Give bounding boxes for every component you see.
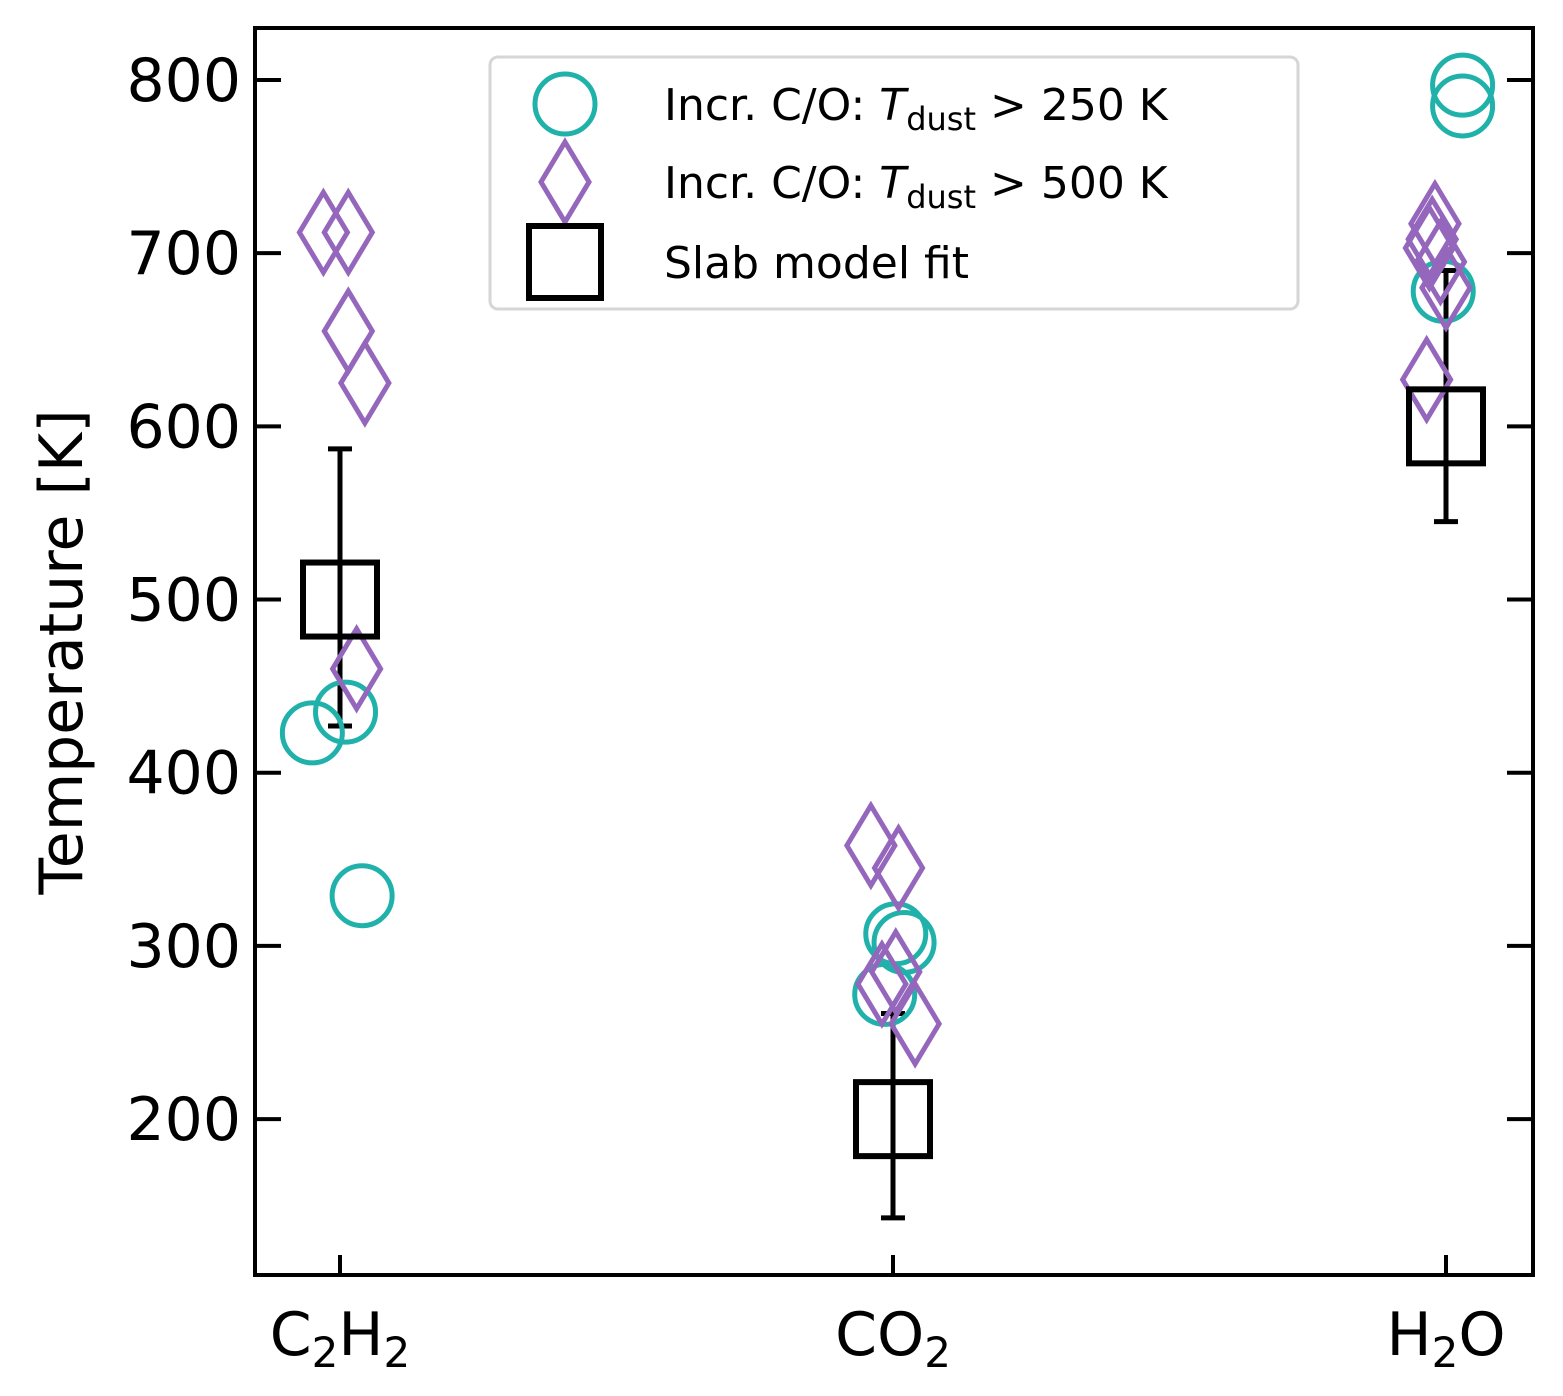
x-tick-label: C2H2	[270, 1300, 411, 1377]
diamond-point	[871, 823, 926, 913]
legend-circle-marker	[532, 71, 598, 137]
circle-point	[871, 909, 937, 975]
circle-point	[313, 679, 379, 745]
diamond-point	[1419, 242, 1473, 333]
diamond-point	[329, 623, 384, 714]
legend-square-marker	[526, 223, 604, 301]
diamond-point	[1399, 334, 1454, 425]
y-tick-label: 400	[126, 739, 241, 809]
y-axis-label: Temperature [K]	[27, 409, 97, 895]
circle-point	[1430, 52, 1496, 118]
y-tick-label: 800	[126, 46, 241, 116]
square-point	[300, 559, 380, 640]
y-tick-label: 300	[126, 912, 241, 982]
x-tick-label: CO2	[835, 1300, 951, 1377]
diamond-point	[843, 800, 898, 891]
square-point	[1406, 386, 1486, 467]
y-tick-label: 500	[126, 566, 241, 636]
legend-diamond-marker	[538, 137, 592, 227]
circle-point	[1430, 73, 1496, 139]
data-marks	[279, 52, 1496, 1221]
legend-box	[488, 55, 1300, 311]
y-tick-label: 200	[126, 1085, 241, 1155]
legend: Incr. C/O: Tdust > 250 K Incr. C/O: Tdust…	[488, 55, 1300, 311]
circle-point	[279, 700, 345, 766]
legend-label: Incr. C/O: Tdust > 250 K	[664, 80, 1169, 138]
legend-label: Incr. C/O: Tdust > 500 K	[664, 158, 1169, 216]
diamond-point	[855, 939, 909, 1029]
diamond-point	[888, 979, 943, 1069]
square-point	[853, 1079, 933, 1160]
x-tick-label: H2O	[1386, 1300, 1505, 1377]
circle-point	[329, 863, 395, 929]
legend-label: Slab model fit	[664, 238, 969, 289]
diamond-point	[337, 338, 392, 428]
diamond-point	[1413, 216, 1468, 307]
y-tick-label: 700	[126, 219, 241, 289]
y-tick-label: 600	[126, 392, 241, 462]
diamond-point	[321, 187, 376, 278]
diamond-point	[1405, 194, 1460, 285]
diamond-point	[296, 187, 351, 278]
